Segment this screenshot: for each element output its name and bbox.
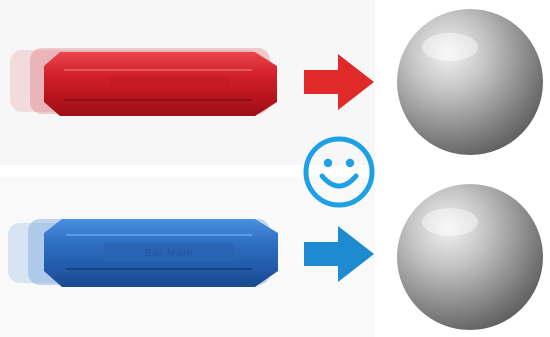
- blue-bar-embossed-text: Bar Mark: [145, 248, 194, 259]
- metal-ball-bottom: [397, 184, 543, 330]
- arrow-bottom-icon: [304, 226, 374, 282]
- blue-bar-image: Bar Mark: [8, 219, 278, 287]
- smiley-face-icon: [303, 136, 375, 208]
- arrow-top-icon: [304, 54, 374, 110]
- metal-ball-top: [397, 9, 543, 155]
- red-bar-image: [10, 48, 277, 116]
